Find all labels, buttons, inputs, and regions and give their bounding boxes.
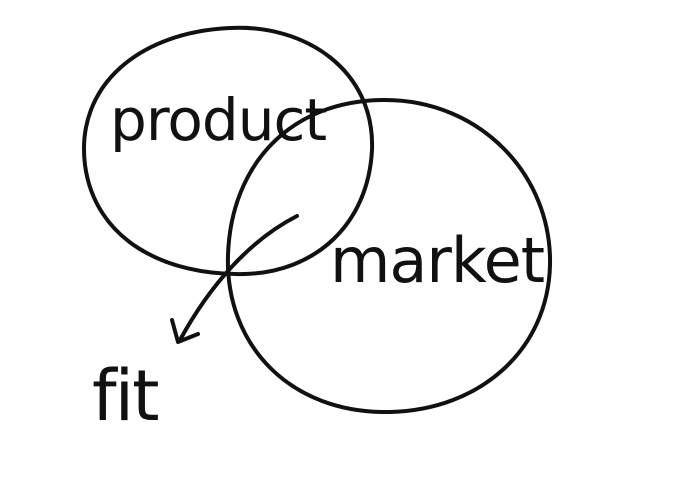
fit-label: fit [92, 355, 158, 437]
market-label: market [330, 224, 544, 297]
market-circle [225, 98, 553, 415]
product-label: product [110, 86, 326, 154]
arrowhead [170, 318, 200, 344]
product-circle [81, 25, 375, 277]
fit-arrow [178, 214, 299, 342]
